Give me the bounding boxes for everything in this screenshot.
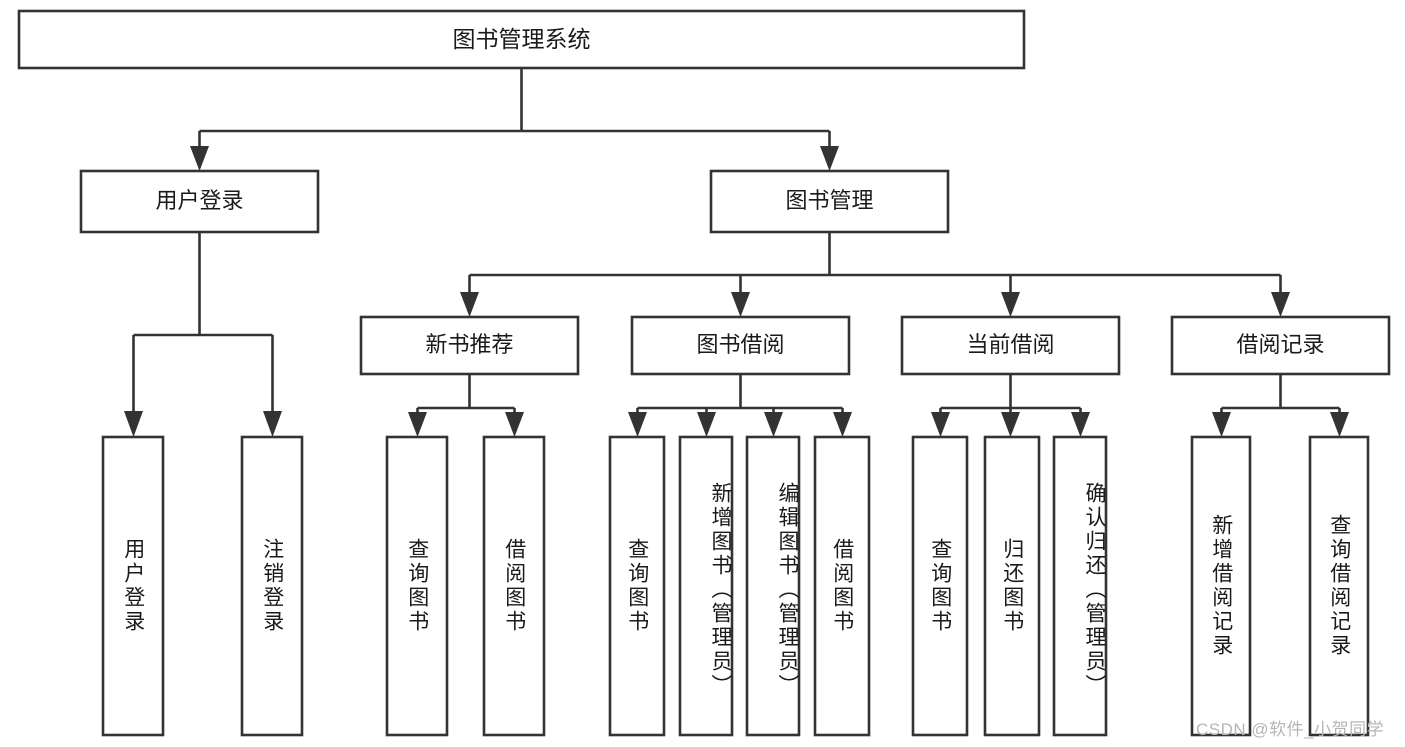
node-book-borrow-box[interactable] [630, 315, 851, 376]
csdn-watermark: CSDN @软件_小贺同学 [1196, 720, 1385, 739]
arrow-head-leaf-add-book [697, 412, 716, 437]
node-leaf-query-book-1-box[interactable] [385, 435, 449, 737]
arrow-head-leaf-confirm-return [1071, 412, 1090, 437]
node-leaf-query-book-2-box[interactable] [608, 435, 666, 737]
arrow-head-leaf-query-book-1 [408, 412, 427, 437]
node-borrow-record[interactable]: 借阅记录 [1170, 315, 1391, 376]
node-book-management[interactable]: 图书管理 [709, 169, 950, 234]
node-leaf-user-login-box[interactable] [101, 435, 165, 737]
node-current-borrow-box[interactable] [900, 315, 1121, 376]
node-leaf-confirm-return-box[interactable] [1052, 435, 1108, 737]
node-user-login-box[interactable] [79, 169, 320, 234]
node-root[interactable]: 图书管理系统 [17, 9, 1026, 70]
arrow-head-leaf-borrow-book-2 [833, 412, 852, 437]
arrow-head-leaf-user-login [124, 411, 143, 437]
arrow-head-new-book-recommend [460, 292, 479, 317]
node-leaf-borrow-book-1-box[interactable] [482, 435, 546, 737]
arrow-head-leaf-user-logout [263, 411, 282, 437]
node-book-management-box[interactable] [709, 169, 950, 234]
node-leaf-add-book-box[interactable] [678, 435, 734, 737]
arrow-head-borrow-record [1271, 292, 1290, 317]
arrow-head-leaf-borrow-book-1 [505, 412, 524, 437]
node-book-borrow-label: 图书借阅 [696, 332, 784, 357]
node-root-box[interactable] [17, 9, 1026, 70]
arrow-head-book-management [820, 146, 839, 171]
node-root-label: 图书管理系统 [453, 26, 591, 52]
arrow-head-leaf-query-book-3 [931, 412, 950, 437]
arrow-head-leaf-edit-book [764, 412, 783, 437]
node-new-book-recommend-label: 新书推荐 [425, 332, 513, 357]
node-leaf-edit-book-box[interactable] [745, 435, 801, 737]
connector-group [124, 68, 1349, 437]
arrow-head-current-borrow [1001, 292, 1020, 317]
node-borrow-record-box[interactable] [1170, 315, 1391, 376]
node-leaf-return-book-box[interactable] [983, 435, 1041, 737]
node-borrow-record-label: 借阅记录 [1236, 332, 1324, 357]
node-user-login-label: 用户登录 [155, 188, 243, 213]
node-leaf-user-logout-box[interactable] [240, 435, 304, 737]
node-new-book-recommend-box[interactable] [359, 315, 580, 376]
node-current-borrow[interactable]: 当前借阅 [900, 315, 1121, 376]
arrow-head-leaf-query-record [1330, 412, 1349, 437]
node-leaf-query-record-box[interactable] [1308, 435, 1370, 737]
node-current-borrow-label: 当前借阅 [966, 332, 1054, 357]
arrow-head-user-login [190, 146, 209, 171]
node-new-book-recommend[interactable]: 新书推荐 [359, 315, 580, 376]
arrow-head-leaf-return-book [1001, 412, 1020, 437]
node-leaf-add-record-box[interactable] [1190, 435, 1252, 737]
arrow-head-leaf-add-record [1212, 412, 1231, 437]
leaf-box-group [101, 435, 1370, 737]
node-leaf-borrow-book-2-box[interactable] [813, 435, 871, 737]
arrow-head-leaf-query-book-2 [628, 412, 647, 437]
node-book-borrow[interactable]: 图书借阅 [630, 315, 851, 376]
node-book-management-label: 图书管理 [785, 188, 873, 213]
node-leaf-query-book-3-box[interactable] [911, 435, 969, 737]
arrow-head-book-borrow [731, 292, 750, 317]
node-user-login[interactable]: 用户登录 [79, 169, 320, 234]
